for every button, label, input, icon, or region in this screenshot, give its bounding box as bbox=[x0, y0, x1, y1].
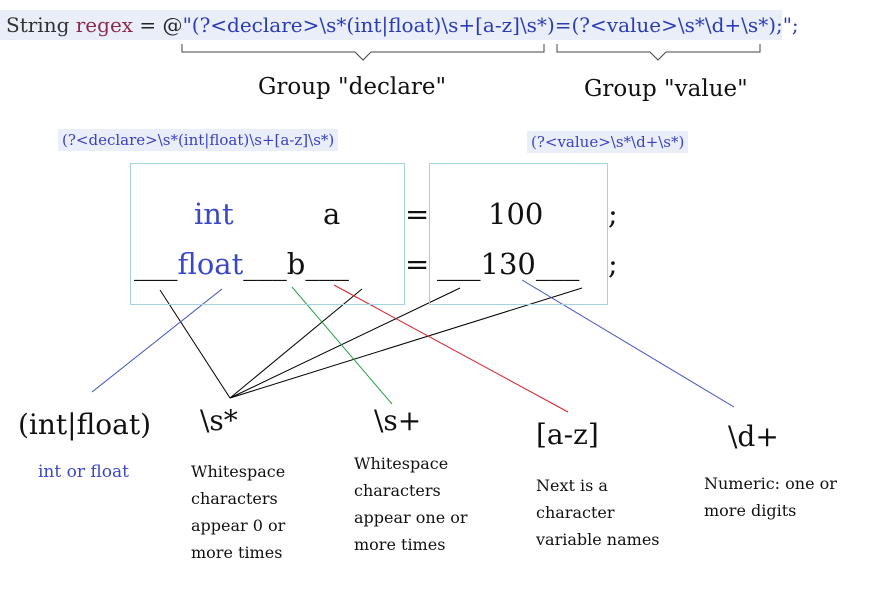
example-equals-1: = bbox=[405, 197, 430, 231]
example-semicolon-2: ; bbox=[608, 247, 618, 281]
group-value-label: Group "value" bbox=[584, 76, 748, 102]
pad-5: ___ bbox=[535, 247, 580, 281]
declare-brace bbox=[181, 44, 545, 61]
declare-regex-snippet: (?<declare>\s*(int|float)\s+[a-z]\s*) bbox=[58, 129, 339, 151]
example-var-b: b bbox=[286, 247, 306, 281]
value-regex-snippet: (?<value>\s*\d+\s*) bbox=[527, 131, 689, 153]
pad-2: ___ bbox=[243, 247, 287, 281]
example-value-130: 130 bbox=[480, 247, 536, 281]
value-brace bbox=[556, 44, 761, 61]
example-type-float: float bbox=[177, 247, 244, 281]
code-assignment: = @ bbox=[133, 13, 183, 37]
pad-4: ___ bbox=[437, 247, 481, 281]
line-s-plus bbox=[291, 286, 393, 405]
term-digits: \d+ bbox=[728, 420, 779, 453]
value-box bbox=[429, 163, 608, 305]
example-equals-2: = bbox=[405, 247, 430, 281]
example-var-a: a bbox=[323, 197, 341, 231]
line-digits bbox=[521, 279, 735, 408]
example-semicolon-1: ; bbox=[608, 197, 618, 231]
desc-or: or bbox=[61, 462, 91, 482]
code-type-keyword: String bbox=[6, 13, 70, 37]
line-s-star-4 bbox=[229, 287, 583, 399]
code-variable-name: regex bbox=[75, 13, 134, 37]
line-s-star-1 bbox=[159, 289, 231, 399]
example-value-100: 100 bbox=[488, 197, 544, 231]
desc-digits: Numeric: one or more digits bbox=[704, 474, 837, 520]
line-a-z bbox=[333, 284, 569, 413]
term-int-float: (int|float) bbox=[18, 408, 151, 441]
desc-int: int bbox=[38, 462, 62, 482]
desc-int-float: int or float bbox=[38, 462, 129, 482]
example-value-row2: ___130___ bbox=[437, 248, 579, 280]
example-row2-line: ___float___b___ bbox=[134, 248, 349, 280]
line-s-star-3 bbox=[229, 287, 461, 399]
regex-code-line: String regex = @"(?<declare>\s*(int|floa… bbox=[0, 10, 799, 40]
term-a-z: [a-z] bbox=[536, 418, 599, 451]
desc-s-plus: Whitespace characters appear one or more… bbox=[354, 454, 468, 554]
desc-float: float bbox=[90, 462, 129, 482]
desc-s-star: Whitespace characters appear 0 or more t… bbox=[191, 462, 286, 562]
pad-3: ___ bbox=[305, 247, 349, 281]
desc-a-z: Next is a character variable names bbox=[536, 476, 660, 549]
line-s-star-2 bbox=[229, 288, 363, 399]
declare-box bbox=[130, 163, 405, 305]
term-s-plus: \s+ bbox=[374, 404, 422, 437]
code-regex-pattern: "(?<declare>\s*(int|float)\s+[a-z]\s*)=(… bbox=[182, 13, 799, 37]
example-type-int: int bbox=[194, 197, 234, 231]
term-s-star: \s* bbox=[200, 404, 238, 437]
group-declare-label: Group "declare" bbox=[258, 74, 447, 100]
line-int-float bbox=[91, 288, 223, 393]
pad-1: ___ bbox=[134, 247, 178, 281]
